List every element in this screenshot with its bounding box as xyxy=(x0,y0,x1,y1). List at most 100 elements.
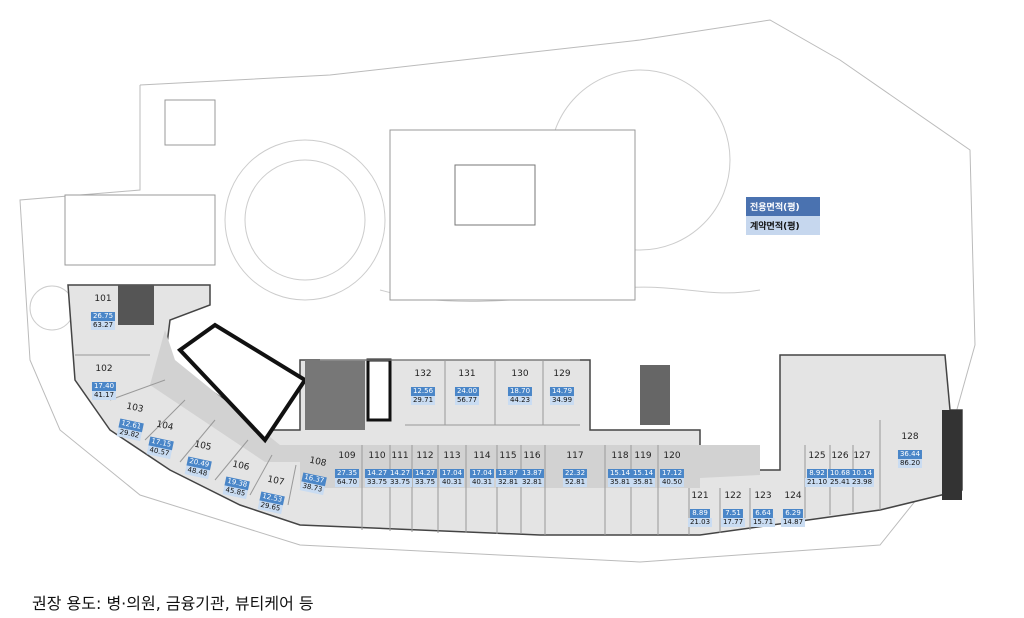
unit-number: 111 xyxy=(391,451,409,461)
unit-number: 129 xyxy=(553,369,571,379)
exclusive-area-value: 6.64 xyxy=(753,509,773,518)
unit-number: 119 xyxy=(634,451,652,461)
unit-number: 114 xyxy=(473,451,491,461)
contract-area-value: 86.20 xyxy=(897,459,923,468)
contract-area-value: 64.70 xyxy=(334,478,360,487)
unit-number: 102 xyxy=(95,364,113,374)
area-legend: 전용면적(평) 계약면적(평) xyxy=(746,197,820,235)
recommended-use-note: 권장 용도: 병·의원, 금융기관, 뷰티케어 등 xyxy=(32,594,314,613)
exclusive-area-value: 8.89 xyxy=(690,509,710,518)
legend-exclusive-area: 전용면적(평) xyxy=(746,197,820,216)
exclusive-area-value: 24.00 xyxy=(454,387,480,396)
unit-number: 124 xyxy=(784,491,802,501)
contract-area-value: 40.31 xyxy=(439,478,465,487)
exclusive-area-value: 15.14 xyxy=(607,469,633,478)
contract-area-value: 41.17 xyxy=(91,391,117,400)
exclusive-area-value: 14.27 xyxy=(364,469,390,478)
unit-number: 110 xyxy=(368,451,386,461)
contract-area-value: 35.81 xyxy=(630,478,656,487)
contract-area-value: 33.75 xyxy=(412,478,438,487)
legend-contract-area: 계약면적(평) xyxy=(746,216,820,235)
unit-number: 116 xyxy=(523,451,541,461)
exclusive-area-value: 13.87 xyxy=(495,469,521,478)
unit-number: 122 xyxy=(724,491,742,501)
exclusive-area-value: 27.35 xyxy=(334,469,360,478)
contract-area-value: 33.75 xyxy=(364,478,390,487)
exclusive-area-value: 18.70 xyxy=(507,387,533,396)
unit-number: 120 xyxy=(663,451,681,461)
exclusive-area-value: 14.27 xyxy=(412,469,438,478)
exclusive-area-value: 14.79 xyxy=(549,387,575,396)
contract-area-value: 15.71 xyxy=(750,518,776,527)
unit-number: 101 xyxy=(94,294,112,304)
unit-number: 132 xyxy=(414,369,432,379)
exclusive-area-value: 15.14 xyxy=(630,469,656,478)
unit-number: 131 xyxy=(458,369,476,379)
contract-area-value: 32.81 xyxy=(495,478,521,487)
contract-area-value: 23.98 xyxy=(849,478,875,487)
contract-area-value: 32.81 xyxy=(519,478,545,487)
exclusive-area-value: 10.14 xyxy=(849,469,875,478)
unit-number: 118 xyxy=(611,451,629,461)
contract-area-value: 40.50 xyxy=(659,478,685,487)
unit-number: 128 xyxy=(901,432,919,442)
exclusive-area-value: 17.12 xyxy=(659,469,685,478)
unit-number: 126 xyxy=(831,451,849,461)
unit-number: 121 xyxy=(691,491,709,501)
exclusive-area-value: 36.44 xyxy=(897,450,923,459)
contract-area-value: 40.31 xyxy=(469,478,495,487)
exclusive-area-value: 13.87 xyxy=(519,469,545,478)
contract-area-value: 44.23 xyxy=(507,396,533,405)
exclusive-area-value: 17.40 xyxy=(91,382,117,391)
contract-area-value: 52.81 xyxy=(562,478,588,487)
exclusive-area-value: 14.27 xyxy=(387,469,413,478)
exclusive-area-value: 8.92 xyxy=(807,469,827,478)
contract-area-value: 34.99 xyxy=(549,396,575,405)
unit-number: 115 xyxy=(499,451,517,461)
unit-number: 123 xyxy=(754,491,772,501)
contract-area-value: 25.41 xyxy=(827,478,853,487)
unit-number: 125 xyxy=(808,451,826,461)
unit-number: 117 xyxy=(566,451,584,461)
exclusive-area-value: 12.56 xyxy=(410,387,436,396)
exclusive-area-value: 17.04 xyxy=(469,469,495,478)
unit-number: 109 xyxy=(338,451,356,461)
contract-area-value: 33.75 xyxy=(387,478,413,487)
contract-area-value: 17.77 xyxy=(720,518,746,527)
contract-area-value: 21.10 xyxy=(804,478,830,487)
contract-area-value: 56.77 xyxy=(454,396,480,405)
unit-number: 113 xyxy=(443,451,461,461)
unit-number: 112 xyxy=(416,451,434,461)
exclusive-area-value: 22.32 xyxy=(562,469,588,478)
exclusive-area-value: 6.29 xyxy=(783,509,803,518)
contract-area-value: 35.81 xyxy=(607,478,633,487)
